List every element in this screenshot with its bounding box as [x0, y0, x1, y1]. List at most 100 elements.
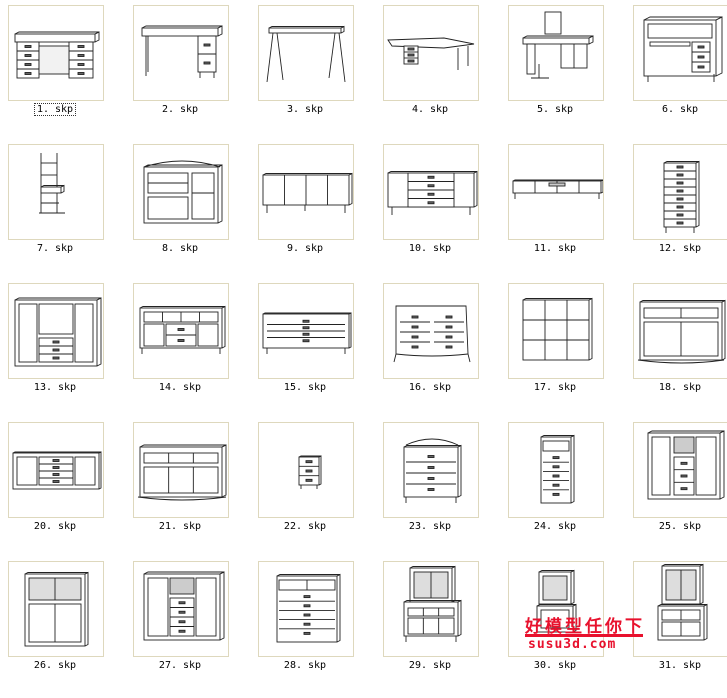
file-item[interactable]: 18. skp — [625, 281, 727, 420]
furniture-model-preview — [276, 573, 341, 643]
file-thumbnail[interactable] — [258, 5, 354, 101]
file-item[interactable]: 26. skp — [0, 559, 125, 698]
file-item[interactable]: 4. skp — [375, 3, 500, 142]
file-item[interactable]: 13. skp — [0, 281, 125, 420]
file-item[interactable]: 3. skp — [250, 3, 375, 142]
file-name-text: 11. skp — [533, 243, 577, 254]
file-item[interactable]: 27. skp — [125, 559, 250, 698]
file-item[interactable]: 14. skp — [125, 281, 250, 420]
file-thumbnail[interactable] — [133, 5, 229, 101]
file-thumbnail[interactable] — [383, 561, 479, 657]
file-item[interactable]: 2. skp — [125, 3, 250, 142]
file-thumbnail[interactable] — [633, 561, 727, 657]
file-item[interactable]: 15. skp — [250, 281, 375, 420]
file-thumbnail[interactable] — [8, 561, 104, 657]
furniture-model-preview — [663, 160, 700, 233]
file-thumbnail[interactable] — [633, 422, 727, 518]
file-item[interactable]: 7. skp — [0, 142, 125, 281]
file-name-label[interactable]: 11. skp — [500, 243, 610, 255]
file-item[interactable]: 30. skp — [500, 559, 625, 698]
file-item[interactable]: 21. skp — [125, 420, 250, 559]
file-name-label[interactable]: 25. skp — [625, 521, 727, 533]
file-name-label[interactable]: 28. skp — [250, 660, 360, 672]
file-name-text: 28. skp — [283, 660, 327, 671]
file-thumbnail[interactable] — [383, 144, 479, 240]
file-name-label[interactable]: 10. skp — [375, 243, 485, 255]
file-name-text: 2. skp — [161, 104, 199, 115]
file-item[interactable]: 17. skp — [500, 281, 625, 420]
file-name-label[interactable]: 15. skp — [250, 382, 360, 394]
file-item[interactable]: 22. skp — [250, 420, 375, 559]
file-thumbnail[interactable] — [133, 561, 229, 657]
file-item[interactable]: 25. skp — [625, 420, 727, 559]
file-thumbnail[interactable] — [383, 283, 479, 379]
file-thumbnail[interactable] — [258, 283, 354, 379]
file-thumbnail[interactable] — [258, 561, 354, 657]
file-name-label[interactable]: 9. skp — [250, 243, 360, 255]
file-name-label[interactable]: 2. skp — [125, 104, 235, 116]
file-thumbnail[interactable] — [633, 144, 727, 240]
file-thumbnail[interactable] — [633, 283, 727, 379]
file-thumbnail[interactable] — [508, 144, 604, 240]
file-name-label[interactable]: 6. skp — [625, 104, 727, 116]
file-name-label[interactable]: 29. skp — [375, 660, 485, 672]
file-item[interactable]: 10. skp — [375, 142, 500, 281]
file-thumbnail[interactable] — [8, 5, 104, 101]
file-name-label[interactable]: 24. skp — [500, 521, 610, 533]
furniture-model-preview — [637, 299, 726, 364]
file-name-label[interactable]: 4. skp — [375, 104, 485, 116]
file-name-label[interactable]: 30. skp — [500, 660, 610, 672]
furniture-model-preview — [387, 37, 475, 70]
file-name-text: 15. skp — [283, 382, 327, 393]
file-item[interactable]: 1. skp — [0, 3, 125, 142]
furniture-model-preview — [12, 451, 102, 490]
file-thumbnail[interactable] — [508, 283, 604, 379]
file-item[interactable]: 9. skp — [250, 142, 375, 281]
file-thumbnail[interactable] — [8, 144, 104, 240]
file-item[interactable]: 29. skp — [375, 559, 500, 698]
file-item[interactable]: 23. skp — [375, 420, 500, 559]
file-item[interactable]: 6. skp — [625, 3, 727, 142]
file-item[interactable]: 20. skp — [0, 420, 125, 559]
file-name-label[interactable]: 1. skp — [0, 103, 110, 116]
file-name-label[interactable]: 27. skp — [125, 660, 235, 672]
file-name-label[interactable]: 18. skp — [625, 382, 727, 394]
file-thumbnail[interactable] — [133, 144, 229, 240]
file-name-label[interactable]: 3. skp — [250, 104, 360, 116]
file-item[interactable]: 28. skp — [250, 559, 375, 698]
file-thumbnail[interactable] — [383, 5, 479, 101]
file-thumbnail[interactable] — [508, 561, 604, 657]
file-thumbnail[interactable] — [383, 422, 479, 518]
file-item[interactable]: 11. skp — [500, 142, 625, 281]
file-name-label[interactable]: 13. skp — [0, 382, 110, 394]
file-name-label[interactable]: 22. skp — [250, 521, 360, 533]
file-thumbnail[interactable] — [633, 5, 727, 101]
file-item[interactable]: 12. skp — [625, 142, 727, 281]
file-item[interactable]: 24. skp — [500, 420, 625, 559]
file-name-label[interactable]: 20. skp — [0, 521, 110, 533]
file-item[interactable]: 8. skp — [125, 142, 250, 281]
file-thumbnail[interactable] — [258, 422, 354, 518]
file-thumbnail[interactable] — [258, 144, 354, 240]
file-name-label[interactable]: 16. skp — [375, 382, 485, 394]
file-name-label[interactable]: 5. skp — [500, 104, 610, 116]
file-name-label[interactable]: 31. skp — [625, 660, 727, 672]
file-thumbnail[interactable] — [8, 283, 104, 379]
file-name-text: 22. skp — [283, 521, 327, 532]
file-name-label[interactable]: 8. skp — [125, 243, 235, 255]
file-name-label[interactable]: 14. skp — [125, 382, 235, 394]
file-thumbnail[interactable] — [8, 422, 104, 518]
file-thumbnail[interactable] — [133, 283, 229, 379]
file-name-label[interactable]: 12. skp — [625, 243, 727, 255]
file-name-label[interactable]: 23. skp — [375, 521, 485, 533]
file-thumbnail[interactable] — [508, 5, 604, 101]
file-thumbnail[interactable] — [508, 422, 604, 518]
file-name-label[interactable]: 7. skp — [0, 243, 110, 255]
file-name-label[interactable]: 26. skp — [0, 660, 110, 672]
file-item[interactable]: 31. skp — [625, 559, 727, 698]
file-item[interactable]: 5. skp — [500, 3, 625, 142]
file-name-label[interactable]: 17. skp — [500, 382, 610, 394]
file-item[interactable]: 16. skp — [375, 281, 500, 420]
file-name-label[interactable]: 21. skp — [125, 521, 235, 533]
file-thumbnail[interactable] — [133, 422, 229, 518]
